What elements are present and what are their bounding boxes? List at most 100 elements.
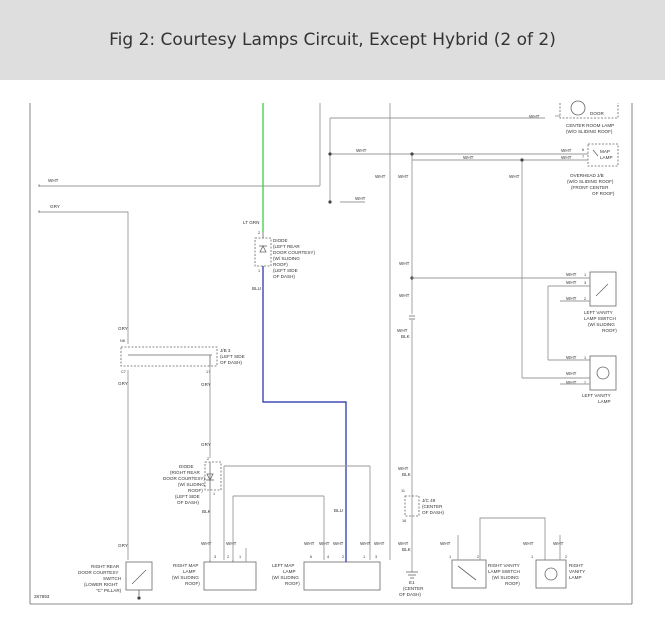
svg-text:2: 2 <box>227 555 229 559</box>
blu-wire: BLU BLU <box>252 266 347 528</box>
svg-text:WHT: WHT <box>561 148 572 153</box>
svg-text:11: 11 <box>401 489 405 493</box>
jb3: J/B 3 (LEFT SIDE OF DASH) 17 GRY GRY 2 <box>120 346 245 461</box>
svg-text:(RIGHT REAR: (RIGHT REAR <box>170 470 200 475</box>
svg-text:BLU: BLU <box>252 286 261 291</box>
svg-text:WHT: WHT <box>398 541 409 546</box>
svg-text:LAMP SWITCH: LAMP SWITCH <box>584 316 616 321</box>
jc49: 11 16 J/C 49 (CENTER OF DASH) WHT BLK <box>398 489 444 552</box>
svg-text:WHT: WHT <box>399 293 410 298</box>
svg-text:BLK: BLK <box>402 547 412 552</box>
svg-text:(LEFT REAR: (LEFT REAR <box>273 244 300 249</box>
svg-text:WHT: WHT <box>529 114 540 119</box>
svg-text:2: 2 <box>477 555 479 559</box>
svg-text:WHT: WHT <box>48 178 59 183</box>
svg-text:(W/ SLIDING: (W/ SLIDING <box>178 482 205 487</box>
left-rear-diode: DIODE (LEFT REAR DOOR COURTESY) (W/ SLID… <box>254 232 315 279</box>
svg-text:3: 3 <box>584 281 586 285</box>
svg-text:OF DASH): OF DASH) <box>273 274 295 279</box>
svg-text:RIGHT VANITY: RIGHT VANITY <box>488 563 520 568</box>
svg-text:(W/ SLIDING: (W/ SLIDING <box>588 322 615 327</box>
svg-text:WHT: WHT <box>398 466 409 471</box>
svg-text:WHT: WHT <box>399 261 410 266</box>
svg-text:WHT: WHT <box>226 541 237 546</box>
svg-text:WHT: WHT <box>566 355 577 360</box>
center-wht-labels: WHT WHT WHT BLK WHT BLK <box>397 261 415 477</box>
svg-text:MAP: MAP <box>600 149 610 154</box>
right-rear-door-courtesy-switch: RIGHT REAR DOOR COURTESY SWITCH (LOWER R… <box>78 561 153 600</box>
svg-text:(W/ SLIDING: (W/ SLIDING <box>172 575 199 580</box>
svg-text:DOOR COURTESY): DOOR COURTESY) <box>163 476 205 481</box>
top-wht-wires: WHT WHT WHT WHT WHT 6 7 WHT WHT WHT WHT … <box>38 103 590 560</box>
svg-text:WHT: WHT <box>566 296 577 301</box>
svg-text:OF DASH): OF DASH) <box>422 510 444 515</box>
right-vanity-lamp: WHT WHT 1 2 RIGHT VANITY LAMP <box>523 535 585 589</box>
svg-text:WHT: WHT <box>356 148 367 153</box>
svg-text:ROOF): ROOF) <box>602 328 617 333</box>
svg-text:3: 3 <box>375 555 377 559</box>
svg-text:N8: N8 <box>120 339 125 343</box>
wiring-diagram: DOOR CENTER ROOM LAMP (W/O SLIDING ROOF)… <box>29 100 633 605</box>
svg-text:WHT: WHT <box>398 174 409 179</box>
svg-text:LEFT VANITY: LEFT VANITY <box>582 393 611 398</box>
center-room-lamp: DOOR CENTER ROOM LAMP (W/O SLIDING ROOF) <box>559 100 619 134</box>
svg-text:1: 1 <box>213 492 215 496</box>
right-rear-diode: DIODE (RIGHT REAR DOOR COURTESY) (W/ SLI… <box>163 461 371 560</box>
svg-text:2: 2 <box>342 555 344 559</box>
svg-text:CENTER ROOM LAMP: CENTER ROOM LAMP <box>566 123 614 128</box>
svg-text:1: 1 <box>584 356 586 360</box>
svg-text:WHT: WHT <box>397 328 408 333</box>
svg-text:WHT: WHT <box>566 280 577 285</box>
svg-text:J/B 3: J/B 3 <box>220 348 231 353</box>
figure-code: 287893 <box>34 594 50 599</box>
svg-text:1: 1 <box>449 555 451 559</box>
figure-title: Fig 2: Courtesy Lamps Circuit, Except Hy… <box>109 30 556 50</box>
svg-text:4: 4 <box>327 555 329 559</box>
svg-text:WHT: WHT <box>523 541 534 546</box>
svg-text:BLK: BLK <box>202 509 212 514</box>
svg-text:WHT: WHT <box>509 174 520 179</box>
svg-text:WHT: WHT <box>566 380 577 385</box>
svg-text:1: 1 <box>363 555 365 559</box>
svg-text:9: 9 <box>38 184 40 188</box>
svg-text:OF ROOF): OF ROOF) <box>592 191 615 196</box>
svg-text:OVERHEAD J/B: OVERHEAD J/B <box>570 173 604 178</box>
svg-text:DOOR: DOOR <box>590 111 604 116</box>
svg-text:16: 16 <box>402 519 406 523</box>
left-vanity-lamp: WHT WHT WHT 1 2 LEFT VANITY LAMP <box>560 355 617 404</box>
svg-text:(W/ SLIDING: (W/ SLIDING <box>492 575 519 580</box>
svg-text:1: 1 <box>239 555 241 559</box>
svg-text:6: 6 <box>310 555 312 559</box>
svg-text:3: 3 <box>214 555 216 559</box>
svg-text:GRY: GRY <box>118 543 128 548</box>
svg-text:17: 17 <box>206 370 210 374</box>
svg-text:(LOWER RIGHT: (LOWER RIGHT <box>84 582 118 587</box>
svg-text:LAMP: LAMP <box>183 569 196 574</box>
svg-text:2: 2 <box>584 381 586 385</box>
svg-text:GRY: GRY <box>201 442 211 447</box>
svg-text:SWITCH: SWITCH <box>103 576 121 581</box>
svg-text:(W/ SLIDING: (W/ SLIDING <box>273 256 300 261</box>
left-map-lamp: WHT WHT WHT WHT WHT 6 4 2 1 3 LEFT MAP L… <box>272 528 385 591</box>
svg-text:WHT: WHT <box>561 155 572 160</box>
svg-text:LAMP: LAMP <box>598 399 611 404</box>
svg-text:WHT: WHT <box>375 174 386 179</box>
svg-text:GRY: GRY <box>118 326 128 331</box>
ground-e1: E1 (CENTER OF DASH) <box>399 560 424 597</box>
svg-text:RIGHT REAR: RIGHT REAR <box>91 564 120 569</box>
lt-grn-wire: LT GRN 2 <box>243 103 264 235</box>
svg-text:DIODE: DIODE <box>273 238 288 243</box>
svg-text:ROOF): ROOF) <box>185 581 200 586</box>
svg-text:C7: C7 <box>121 370 126 374</box>
left-vanity-lamp-switch: WHT WHT WHT 1 3 2 LEFT VANITY LAMP SWITC… <box>412 271 617 361</box>
svg-text:6: 6 <box>582 148 584 152</box>
svg-text:LEFT VANITY: LEFT VANITY <box>584 310 613 315</box>
svg-text:WHT: WHT <box>566 371 577 376</box>
svg-text:DOOR COURTESY): DOOR COURTESY) <box>273 250 315 255</box>
overhead-jb-label: OVERHEAD J/B (W/O SLIDING ROOF) (FRONT C… <box>567 173 615 196</box>
gry-wire: GRY 9 GRY N8 GRY C7 GRY <box>38 204 129 560</box>
svg-text:(CENTER: (CENTER <box>403 586 424 591</box>
svg-text:2: 2 <box>207 457 209 461</box>
svg-text:2: 2 <box>565 555 567 559</box>
svg-text:GRY: GRY <box>118 381 128 386</box>
